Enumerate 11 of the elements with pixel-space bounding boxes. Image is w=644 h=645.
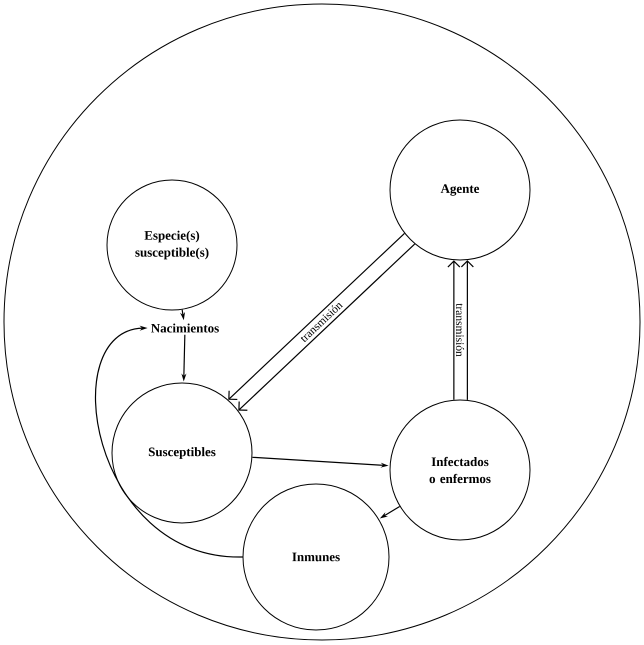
bare-text: Nacimientos [151,323,219,333]
circle-node: Agente [390,120,530,260]
circle-node: Infectados o enfermos [390,400,530,540]
transmission-band [228,232,416,411]
circle-node: Inmunes [242,484,390,630]
outer-circle [4,4,641,640]
edge-label: transmisión [455,302,465,358]
transmission-band [447,260,474,400]
arrow [95,326,243,558]
circle-node: Especie(s) susceptible(s) [106,180,238,310]
circle-node: Susceptibles [112,382,252,524]
